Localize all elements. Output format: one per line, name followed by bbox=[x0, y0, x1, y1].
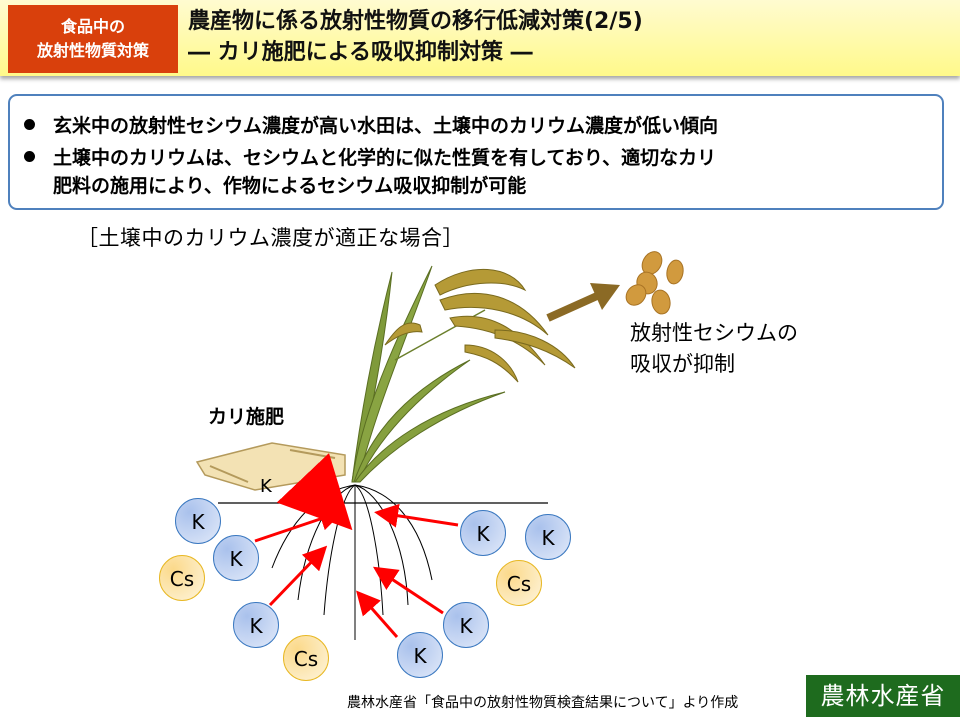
title-line-1: 農産物に係る放射性物質の移行低減対策(2/5) bbox=[188, 9, 643, 34]
result-line-1: 放射性セシウムの bbox=[630, 321, 798, 345]
badge-line-2: 放射性物質対策 bbox=[36, 41, 149, 60]
diagram-caption: ［土壌中のカリウム濃度が適正な場合］ bbox=[77, 226, 464, 250]
cesium-ion-icon: Cs bbox=[496, 560, 542, 606]
potassium-ion-icon: K bbox=[213, 535, 259, 581]
source-note: 農林水産省「食品中の放射性物質検査結果について」より作成 bbox=[347, 695, 739, 711]
bullet-item: 玄米中の放射性セシウム濃度が高い水田は、土壌中のカリウム濃度が低い傾向 bbox=[24, 112, 718, 140]
bullet-text-continued: 肥料の施用により、作物によるセシウム吸収抑制が可能 bbox=[53, 175, 527, 197]
badge-line-1: 食品中の bbox=[60, 17, 125, 36]
title-line-2: ― カリ施肥による吸収抑制対策 ― bbox=[188, 40, 533, 65]
slide-header: 食品中の 放射性物質対策 農産物に係る放射性物質の移行低減対策(2/5) ― カ… bbox=[0, 0, 960, 76]
potassium-uptake-arrows bbox=[254, 453, 459, 638]
bullet-text: 玄米中の放射性セシウム濃度が高い水田は、土壌中のカリウム濃度が低い傾向 bbox=[53, 115, 719, 137]
bullet-dot-icon bbox=[24, 151, 35, 162]
root-system-icon bbox=[271, 484, 433, 640]
summary-box: 玄米中の放射性セシウム濃度が高い水田は、土壌中のカリウム濃度が低い傾向 土壌中の… bbox=[8, 94, 944, 210]
category-badge: 食品中の 放射性物質対策 bbox=[8, 5, 178, 73]
potassium-ion-icon: K bbox=[397, 632, 443, 678]
potassium-ion-icon: K bbox=[175, 498, 221, 544]
ministry-logo: 農林水産省 bbox=[806, 675, 960, 717]
grain-arrow-icon bbox=[546, 283, 620, 322]
potassium-ion-icon: K bbox=[525, 514, 571, 560]
rice-grains-icon bbox=[625, 251, 684, 315]
slide-title: 農産物に係る放射性物質の移行低減対策(2/5) ― カリ施肥による吸収抑制対策 … bbox=[188, 6, 643, 68]
cesium-ion-icon: Cs bbox=[283, 635, 329, 681]
result-label: 放射性セシウムの 吸収が抑制 bbox=[630, 318, 798, 380]
potassium-ion-icon: K bbox=[233, 602, 279, 648]
result-line-2: 吸収が抑制 bbox=[630, 352, 735, 376]
bullet-dot-icon bbox=[24, 119, 35, 130]
rice-plant-icon bbox=[351, 265, 576, 483]
potassium-ion-icon: K bbox=[443, 602, 489, 648]
potassium-ion-icon: K bbox=[460, 510, 506, 556]
bullet-item: 土壌中のカリウムは、セシウムと化学的に似た性質を有しており、適切なカリ 肥料の施… bbox=[24, 144, 716, 200]
fertilizer-label: カリ施肥 bbox=[208, 406, 285, 428]
cesium-ion-icon: Cs bbox=[159, 555, 205, 601]
fertilizer-k-label: K bbox=[260, 476, 273, 497]
bullet-text: 土壌中のカリウムは、セシウムと化学的に似た性質を有しており、適切なカリ bbox=[53, 147, 717, 169]
